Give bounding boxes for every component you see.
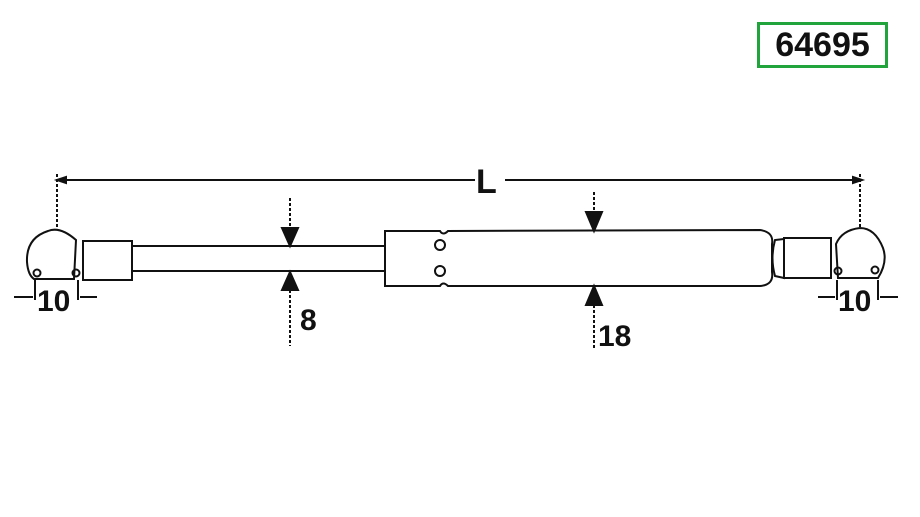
left-ball-socket — [25, 228, 78, 280]
left-fitting-label: 10 — [37, 285, 70, 318]
right-fitting-dimension — [818, 280, 898, 300]
right-end-cap — [783, 237, 832, 279]
piston-rod — [131, 245, 386, 272]
right-ball-socket — [834, 226, 886, 279]
part-number-badge: 64695 — [757, 22, 888, 68]
length-label: L — [476, 163, 497, 201]
left-fitting-dimension — [14, 280, 97, 300]
length-dimension — [53, 174, 866, 232]
rod-diameter-dimension — [262, 198, 320, 346]
rod-diameter-label: 8 — [300, 304, 317, 337]
body-diameter-dimension — [584, 192, 604, 348]
left-end-cap — [82, 240, 133, 281]
body-diameter-label: 18 — [598, 320, 631, 353]
right-fitting-label: 10 — [838, 285, 871, 318]
cylinder-body — [384, 228, 774, 287]
